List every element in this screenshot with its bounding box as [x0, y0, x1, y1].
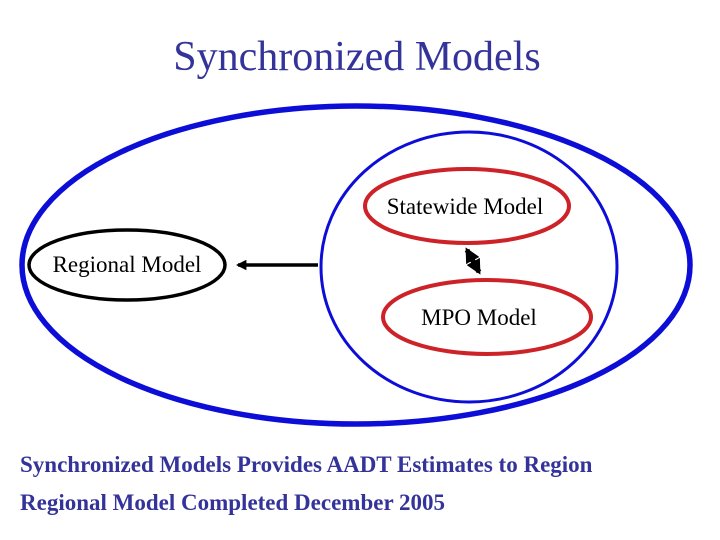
statewide-model-ellipse — [363, 167, 571, 245]
footer-line-1: Synchronized Models Provides AADT Estima… — [20, 452, 593, 477]
regional-model-ellipse — [27, 228, 227, 302]
mpo-model-label: MPO Model — [421, 305, 537, 330]
mpo-model-ellipse — [381, 278, 593, 356]
outer-synchronized-models-ellipse — [19, 103, 693, 427]
footer-line-2: Regional Model Completed December 2005 — [20, 490, 445, 515]
statewide-mpo-double-arrow — [464, 247, 482, 275]
statewide-model-label: Statewide Model — [387, 194, 544, 219]
slide-title: Synchronized Models — [173, 34, 540, 80]
regional-model-label: Regional Model — [53, 252, 202, 277]
inner-group-ellipse — [319, 130, 619, 404]
